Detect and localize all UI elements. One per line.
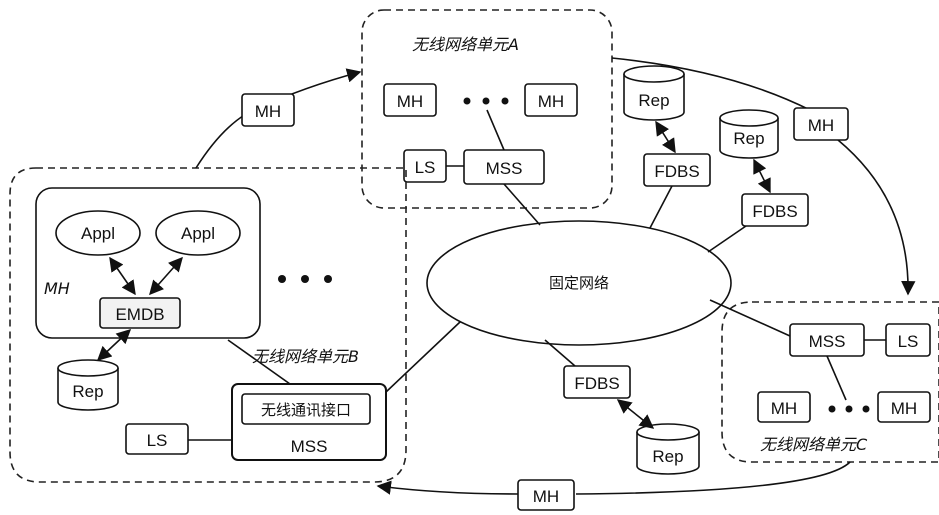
fdbs-top-text: FDBS [654,162,699,181]
wireless-unit-b-label: 无线网络单元B [252,347,359,366]
rep-bottom-text: Rep [652,447,683,466]
unit-b-ls [125,423,189,455]
fdbs-top-network-link [649,185,673,229]
appl-right [155,210,241,256]
wireless-unit-a-boundary [361,9,613,209]
unit-a-ellipsis-dot [501,97,509,105]
fdbs-right [741,193,809,227]
unit-c-mh-right-text: MH [891,399,917,418]
unit-a-mh-right-text: MH [538,92,564,111]
fixed-network [426,220,732,346]
wireless-interface-text: 无线通讯接口 [261,401,351,419]
unit-a-ellipsis-dot [482,97,490,105]
migration-arrow-a-to-c [611,57,908,294]
unit-a-mh-left [383,83,437,117]
appl-right-emdb-arrow [149,256,183,296]
unit-c-ellipsis-dot [828,405,836,413]
appl-left-emdb-arrow [109,256,136,296]
wireless-unit-c-label: 无线网络单元C [760,435,868,454]
fixed-network-label: 固定网络 [549,274,609,292]
unit-c-ellipsis-dot [862,405,870,413]
rep-fdbs-right-arrow [753,158,771,194]
unit-c-ls-text: LS [898,332,919,351]
migration-arrow-c-to-b [378,461,851,494]
wireless-unit-b-boundary [9,167,407,483]
unit-a-ellipsis-dot [463,97,471,105]
migration-mh-a-to-c-text: MH [808,116,834,135]
fdbs-right-network-link [707,225,747,253]
unit-a-mss-text: MSS [486,159,523,178]
unit-b-rep-text: Rep [72,382,103,401]
unit-c-mss-text: MSS [809,332,846,351]
fdbs-bottom-text: FDBS [574,374,619,393]
fdbs-right-text: FDBS [752,202,797,221]
emdb-rep-arrow [96,329,132,361]
unit-c-mss-mh-link [826,355,847,401]
fdbs-rep-bottom-arrow [616,399,655,429]
fdbs-bottom-network-link [544,339,576,367]
rep-right-text: Rep [733,129,764,148]
unit-a-ls-text: LS [415,158,436,177]
unit-b-ellipsis-dot [301,275,309,283]
migration-mh-c-to-b [517,479,575,511]
unit-c-mh-left-text: MH [771,399,797,418]
rep-database-top [623,65,685,121]
appl-right-text: Appl [181,224,215,243]
unit-c-mh-left [757,391,811,423]
appl-left-text: Appl [81,224,115,243]
rep-database-right [719,109,779,159]
migration-mh-a-to-c [793,107,849,141]
unit-b-ls-text: LS [147,431,168,450]
emdb-text: EMDB [115,305,164,324]
wireless-unit-c-boundary [721,301,939,463]
migration-mh-b-to-a [241,93,295,127]
unit-c-ellipsis-dot [845,405,853,413]
emdb-box [99,297,181,329]
unit-a-mh-right [524,83,578,117]
unit-a-mh-mss-link [486,109,505,151]
unit-a-mh-left-text: MH [397,92,423,111]
mss-a-network-link [503,183,541,226]
wireless-unit-a-label: 无线网络单元A [412,35,519,54]
wireless-interface-box [241,393,371,425]
mh-device-label: MH [44,279,70,298]
unit-c-mh-right [877,391,931,423]
mss-c-network-link [709,299,791,337]
mss-b-network-link [385,321,461,393]
unit-b-mss-text: MSS [291,437,328,456]
fdbs-bottom [563,365,631,399]
migration-mh-c-to-b-text: MH [533,487,559,506]
migration-mh-b-to-a-text: MH [255,102,281,121]
rep-top-text: Rep [638,91,669,110]
fdbs-top [643,153,711,187]
appl-left [55,210,141,256]
unit-b-ellipsis-dot [324,275,332,283]
rep-fdbs-top-arrow [655,120,676,154]
unit-b-rep-database [57,359,119,411]
unit-b-mh-mss-link [227,339,291,385]
unit-b-ellipsis-dot [278,275,286,283]
